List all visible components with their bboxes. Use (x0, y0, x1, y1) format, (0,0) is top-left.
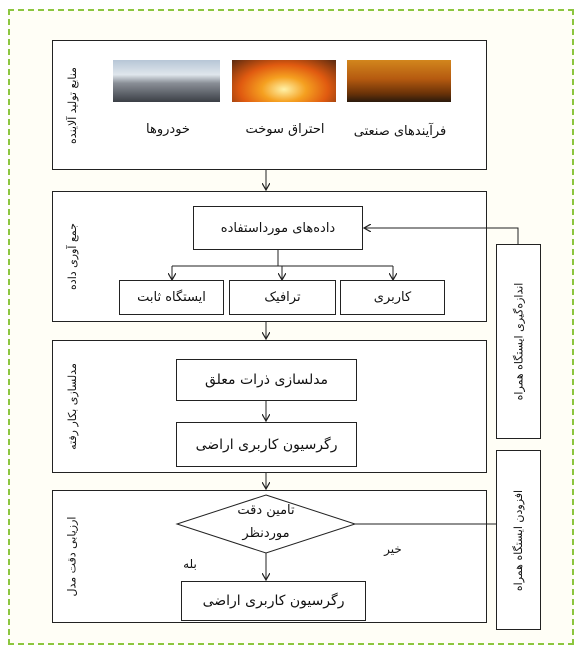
pm-modeling-box: مدلسازی ذرات معلق (176, 359, 357, 401)
traffic-box: ترافیک (229, 280, 336, 315)
decision-line1: تامین دقت (237, 503, 295, 518)
arrow-mobile-to-data (365, 228, 519, 244)
fire-photo (232, 60, 336, 102)
yes-label: بله (183, 557, 197, 571)
traffic-label: ترافیک (264, 290, 301, 305)
final-lur-box: رگرسیون کاربری اراضی (181, 581, 366, 621)
source-fuel-label: احتراق سوخت (245, 122, 325, 137)
cars-photo (113, 60, 220, 102)
mobile-add-box: افزودن ایستگاه همراه (496, 450, 541, 630)
fixed-station-label: ایستگاه ثابت (137, 290, 206, 305)
data-used-box: داده‌های مورداستفاده (193, 206, 363, 250)
mobile-measure-box: اندازه‌گیری ایستگاه همراه (496, 244, 541, 439)
final-lur-label: رگرسیون کاربری اراضی (202, 593, 345, 609)
landuse-box: کاربری (340, 280, 445, 315)
no-label: خیر (384, 542, 402, 556)
lur-box: رگرسیون کاربری اراضی (176, 422, 357, 467)
industry-smoke-photo (347, 60, 451, 102)
decision-line2: موردنظر (242, 526, 290, 541)
landuse-label: کاربری (373, 290, 412, 305)
source-industry-label: فرآیندهای صنعتی (353, 124, 447, 139)
source-cars-label: خودروها (146, 122, 190, 137)
lur-label: رگرسیون کاربری اراضی (195, 436, 338, 453)
data-used-label: داده‌های مورداستفاده (220, 220, 336, 236)
pm-modeling-label: مدلسازی ذرات معلق (204, 372, 329, 388)
